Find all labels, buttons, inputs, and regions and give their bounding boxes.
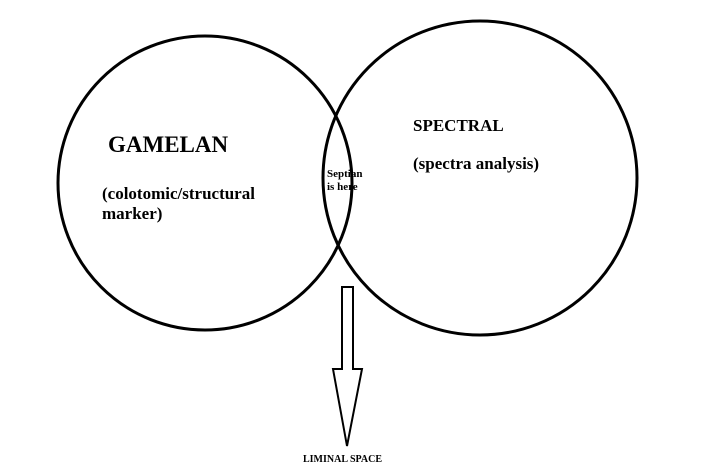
gamelan-title: GAMELAN [108,132,229,157]
spectral-subtitle: (spectra analysis) [413,154,539,173]
intersection-line2: is here [327,181,358,193]
gamelan-circle [56,34,354,332]
gamelan-subtitle-line2: marker) [102,204,162,223]
down-arrow-icon [331,286,364,447]
intersection-line1: Septian [327,168,362,180]
spectral-title: SPECTRAL [413,116,504,135]
gamelan-subtitle-line1: (colotomic/structural [102,184,255,203]
liminal-space-label: LIMINAL SPACE [303,454,382,465]
spectral-circle [321,19,639,337]
